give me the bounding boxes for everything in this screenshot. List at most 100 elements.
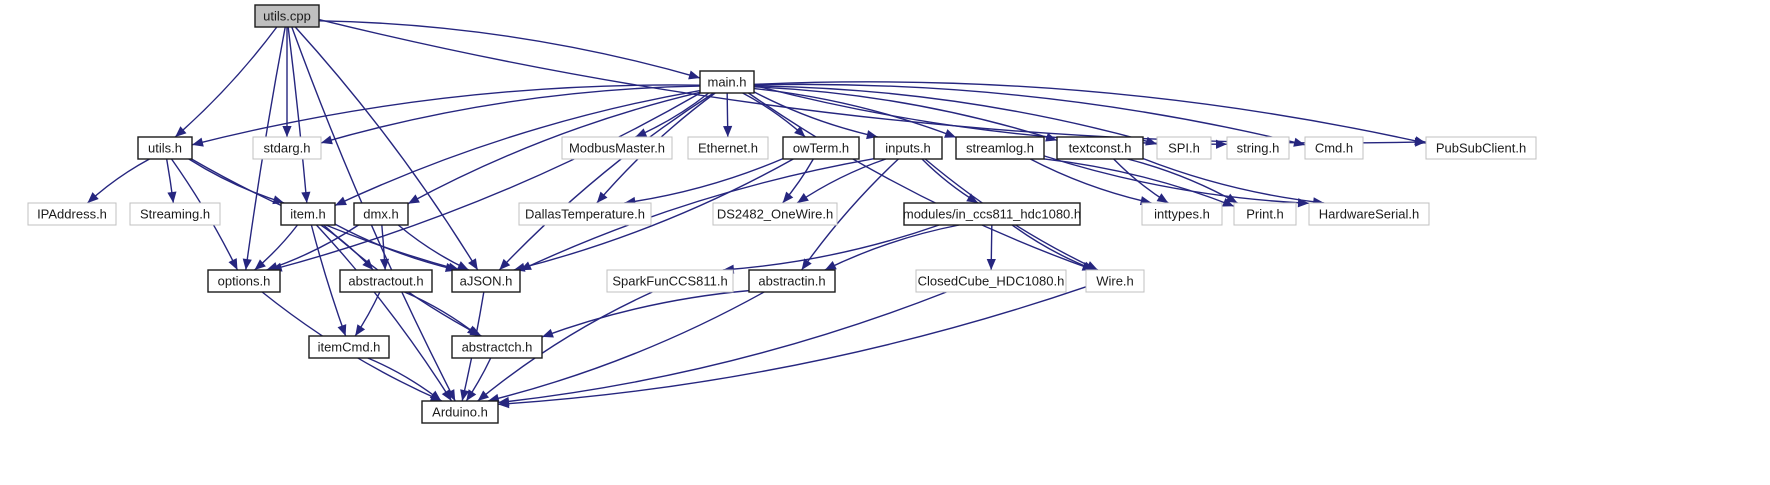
edge-main_h-to-spi_h	[753, 85, 1158, 145]
edge-arrowhead	[379, 258, 390, 270]
node-box[interactable]	[1156, 136, 1212, 160]
node-box[interactable]	[451, 269, 521, 293]
node-box[interactable]	[903, 202, 1081, 226]
node-modbusmaster_h[interactable]: ModbusMaster.h	[561, 136, 673, 160]
node-box[interactable]	[421, 400, 499, 424]
node-box[interactable]	[129, 202, 221, 226]
node-box[interactable]	[606, 269, 734, 293]
edge-owterm_h-to-dallastemp_h	[624, 157, 784, 204]
node-box[interactable]	[561, 136, 673, 160]
node-closedcube_h[interactable]: ClosedCube_HDC1080.h	[915, 269, 1067, 293]
node-box[interactable]	[207, 269, 281, 293]
node-label: ModbusMaster.h	[569, 140, 665, 155]
node-dmx_h[interactable]: dmx.h	[353, 202, 409, 226]
edge-arrowhead	[477, 390, 490, 401]
node-box[interactable]	[308, 335, 390, 359]
node-inputs_h[interactable]: inputs.h	[873, 136, 943, 160]
node-box[interactable]	[27, 202, 117, 226]
node-ipaddress_h[interactable]: IPAddress.h	[27, 202, 117, 226]
node-box[interactable]	[1226, 136, 1290, 160]
edge-itemcmd_h-to-arduino_h	[367, 357, 442, 402]
node-cmd_h[interactable]: Cmd.h	[1304, 136, 1364, 160]
node-box[interactable]	[1425, 136, 1537, 160]
node-box[interactable]	[915, 269, 1067, 293]
node-box[interactable]	[1141, 202, 1223, 226]
node-box[interactable]	[1233, 202, 1297, 226]
edge-arrowhead	[1082, 261, 1095, 271]
node-string_h[interactable]: string.h	[1226, 136, 1290, 160]
node-ds2482_h[interactable]: DS2482_OneWire.h	[712, 202, 838, 226]
edge-arrowhead	[466, 389, 477, 401]
node-textconst_h[interactable]: textconst.h	[1056, 136, 1144, 160]
node-label: Ethernet.h	[698, 140, 758, 155]
edge-utils_h-to-ipaddress_h	[87, 158, 150, 204]
edge-arrowhead	[797, 193, 809, 203]
node-box[interactable]	[1056, 136, 1144, 160]
node-box[interactable]	[712, 202, 838, 226]
node-box[interactable]	[254, 4, 320, 28]
node-owterm_h[interactable]: owTerm.h	[782, 136, 860, 160]
edge-inputs_h-to-ajson_h	[519, 158, 875, 271]
edge-closedcube_h-to-arduino_h	[497, 291, 947, 404]
node-streaming_h[interactable]: Streaming.h	[129, 202, 221, 226]
node-box[interactable]	[280, 202, 336, 226]
node-label: Cmd.h	[1315, 140, 1353, 155]
node-label: abstractout.h	[348, 273, 423, 288]
node-box[interactable]	[955, 136, 1045, 160]
node-box[interactable]	[252, 136, 322, 160]
edge-arrowhead	[321, 135, 333, 145]
edge-arrowhead	[460, 389, 470, 401]
node-box[interactable]	[518, 202, 652, 226]
node-hardwareserial_h[interactable]: HardwareSerial.h	[1308, 202, 1430, 226]
node-box[interactable]	[1308, 202, 1430, 226]
node-abstractin_h[interactable]: abstractin.h	[748, 269, 836, 293]
node-pubsubclient_h[interactable]: PubSubClient.h	[1425, 136, 1537, 160]
node-ethernet_h[interactable]: Ethernet.h	[687, 136, 769, 160]
node-itemcmd_h[interactable]: itemCmd.h	[308, 335, 390, 359]
edge-arrowhead	[635, 128, 648, 137]
edge-main_h-to-options_h	[270, 92, 701, 271]
node-dallastemp_h[interactable]: DallasTemperature.h	[518, 202, 652, 226]
node-sparkfun_h[interactable]: SparkFunCCS811.h	[606, 269, 734, 293]
node-spi_h[interactable]: SPI.h	[1156, 136, 1212, 160]
node-utils_cpp[interactable]: utils.cpp	[254, 4, 320, 28]
node-box[interactable]	[451, 335, 543, 359]
node-wire_h[interactable]: Wire.h	[1085, 269, 1145, 293]
edge-item_h-to-ajson_h	[334, 223, 457, 271]
node-box[interactable]	[873, 136, 943, 160]
node-utils_h[interactable]: utils.h	[137, 136, 193, 160]
node-main_h[interactable]: main.h	[699, 70, 755, 94]
node-stdarg_h[interactable]: stdarg.h	[252, 136, 322, 160]
edge-arrowhead	[228, 258, 238, 270]
node-box[interactable]	[339, 269, 433, 293]
node-box[interactable]	[687, 136, 769, 160]
edge-arrowhead	[824, 261, 837, 270]
edge-arrowhead	[801, 258, 812, 270]
node-box[interactable]	[782, 136, 860, 160]
node-label: inputs.h	[885, 140, 931, 155]
node-box[interactable]	[353, 202, 409, 226]
node-inttypes_h[interactable]: inttypes.h	[1141, 202, 1223, 226]
node-abstractch_h[interactable]: abstractch.h	[451, 335, 543, 359]
node-abstractout_h[interactable]: abstractout.h	[339, 269, 433, 293]
node-ajson_h[interactable]: aJSON.h	[451, 269, 521, 293]
edge-inputs_h-to-ds2482_h	[796, 158, 887, 204]
node-box[interactable]	[699, 70, 755, 94]
node-box[interactable]	[1304, 136, 1364, 160]
node-streamlog_h[interactable]: streamlog.h	[955, 136, 1045, 160]
node-box[interactable]	[137, 136, 193, 160]
node-item_h[interactable]: item.h	[280, 202, 336, 226]
node-label: abstractch.h	[462, 339, 533, 354]
node-options_h[interactable]: options.h	[207, 269, 281, 293]
edge-arrowhead	[498, 399, 510, 409]
node-box[interactable]	[748, 269, 836, 293]
node-box[interactable]	[1085, 269, 1145, 293]
node-label: abstractin.h	[758, 273, 825, 288]
node-in_ccs811_h[interactable]: modules/in_ccs811_hdc1080.h	[903, 202, 1081, 226]
edge-arrowhead	[355, 324, 366, 336]
node-label: string.h	[1237, 140, 1280, 155]
node-print_h[interactable]: Print.h	[1233, 202, 1297, 226]
node-arduino_h[interactable]: Arduino.h	[421, 400, 499, 424]
edge-arrowhead	[966, 193, 978, 203]
